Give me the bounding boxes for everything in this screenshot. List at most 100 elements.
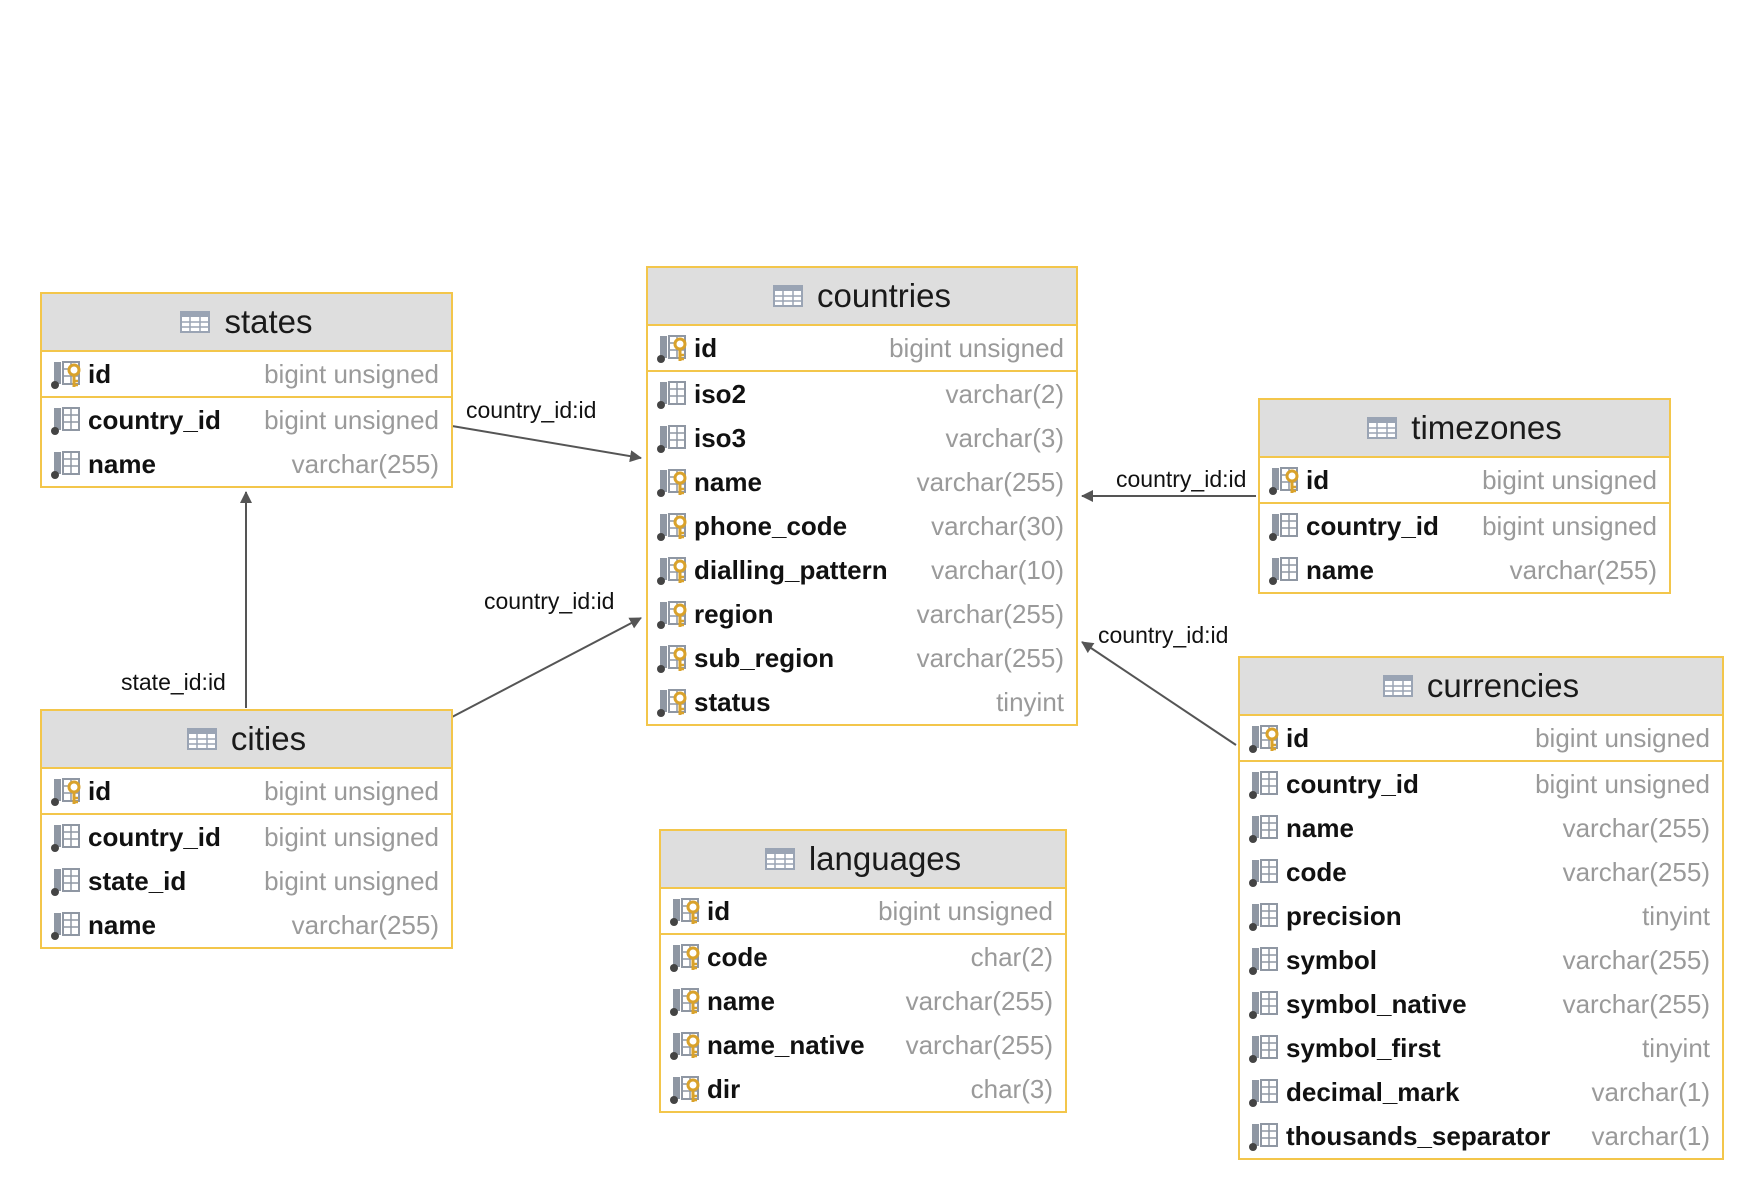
column-name: country_id [1306,510,1439,541]
column-icon [656,378,692,410]
column-type: varchar(255) [1562,944,1710,975]
column-name: symbol_first [1286,1032,1441,1063]
column-type: varchar(2) [945,378,1064,409]
column-name: country_id [88,404,221,435]
column-type: varchar(255) [1562,988,1710,1019]
key-column-icon [50,775,86,807]
column-name: id [1286,722,1310,753]
column-name: name [707,985,775,1016]
relation-label-states-countries: country_id:id [466,397,597,423]
column-type: varchar(255) [916,466,1064,497]
languages-table-header[interactable]: languages [661,831,1065,889]
countries-column-row-id[interactable]: id bigint unsigned [648,326,1076,372]
column-name: phone_code [694,510,848,541]
column-icon [1248,1032,1284,1064]
column-name: dir [707,1073,741,1104]
states-column-row-name[interactable]: name varchar(255) [42,442,451,486]
column-type: tinyint [1642,900,1710,931]
column-icon [50,865,86,897]
column-icon [1268,510,1304,542]
column-icon [1248,900,1284,932]
column-name: sub_region [694,642,835,673]
column-type: char(3) [970,1073,1053,1104]
column-name: thousands_separator [1286,1120,1551,1151]
table-icon [1382,675,1413,697]
column-type: varchar(255) [291,448,439,479]
column-icon [1248,1076,1284,1108]
relation-label-timezones-countries: country_id:id [1116,466,1247,492]
column-name: status [694,686,771,717]
column-icon [1248,944,1284,976]
currencies-table-title: currencies [1426,667,1580,704]
currencies-table-header[interactable]: currencies [1240,658,1722,716]
countries-column-row-phone-code[interactable]: phone_code varchar(30) [648,504,1076,548]
countries-table-header[interactable]: countries [648,268,1076,326]
column-name: id [694,332,718,363]
column-type: varchar(30) [931,510,1064,541]
column-icon [1248,812,1284,844]
column-type: tinyint [996,686,1064,717]
languages-column-row-dir[interactable]: dir char(3) [661,1067,1065,1111]
column-name: id [88,358,112,389]
column-name: name [88,909,156,940]
column-type: bigint unsigned [264,865,439,896]
timezones-table-header[interactable]: timezones [1260,400,1669,458]
currencies-column-row-name[interactable]: name varchar(255) [1240,806,1722,850]
column-icon [50,909,86,941]
table-icon [180,311,211,333]
key-column-icon [656,642,692,674]
states-table-header[interactable]: states [42,294,451,352]
countries-column-row-status[interactable]: status tinyint [648,680,1076,724]
column-type: varchar(255) [1562,812,1710,843]
key-column-icon [669,1029,705,1061]
column-name: name [1286,812,1354,843]
column-type: bigint unsigned [1482,510,1657,541]
column-icon [1248,988,1284,1020]
key-column-icon [656,332,692,364]
key-column-icon [50,358,86,390]
column-type: bigint unsigned [889,332,1064,363]
column-name: decimal_mark [1286,1076,1460,1107]
timezones-table-title: timezones [1411,409,1562,446]
column-name: country_id [1286,768,1419,799]
column-name: name_native [707,1029,865,1060]
column-name: name [88,448,156,479]
cities-table-header[interactable]: cities [42,711,451,769]
timezones-column-row-country-id[interactable]: country_id bigint unsigned [1260,504,1669,548]
relation-label-cities-countries: country_id:id [484,588,615,614]
key-column-icon [1268,464,1304,496]
